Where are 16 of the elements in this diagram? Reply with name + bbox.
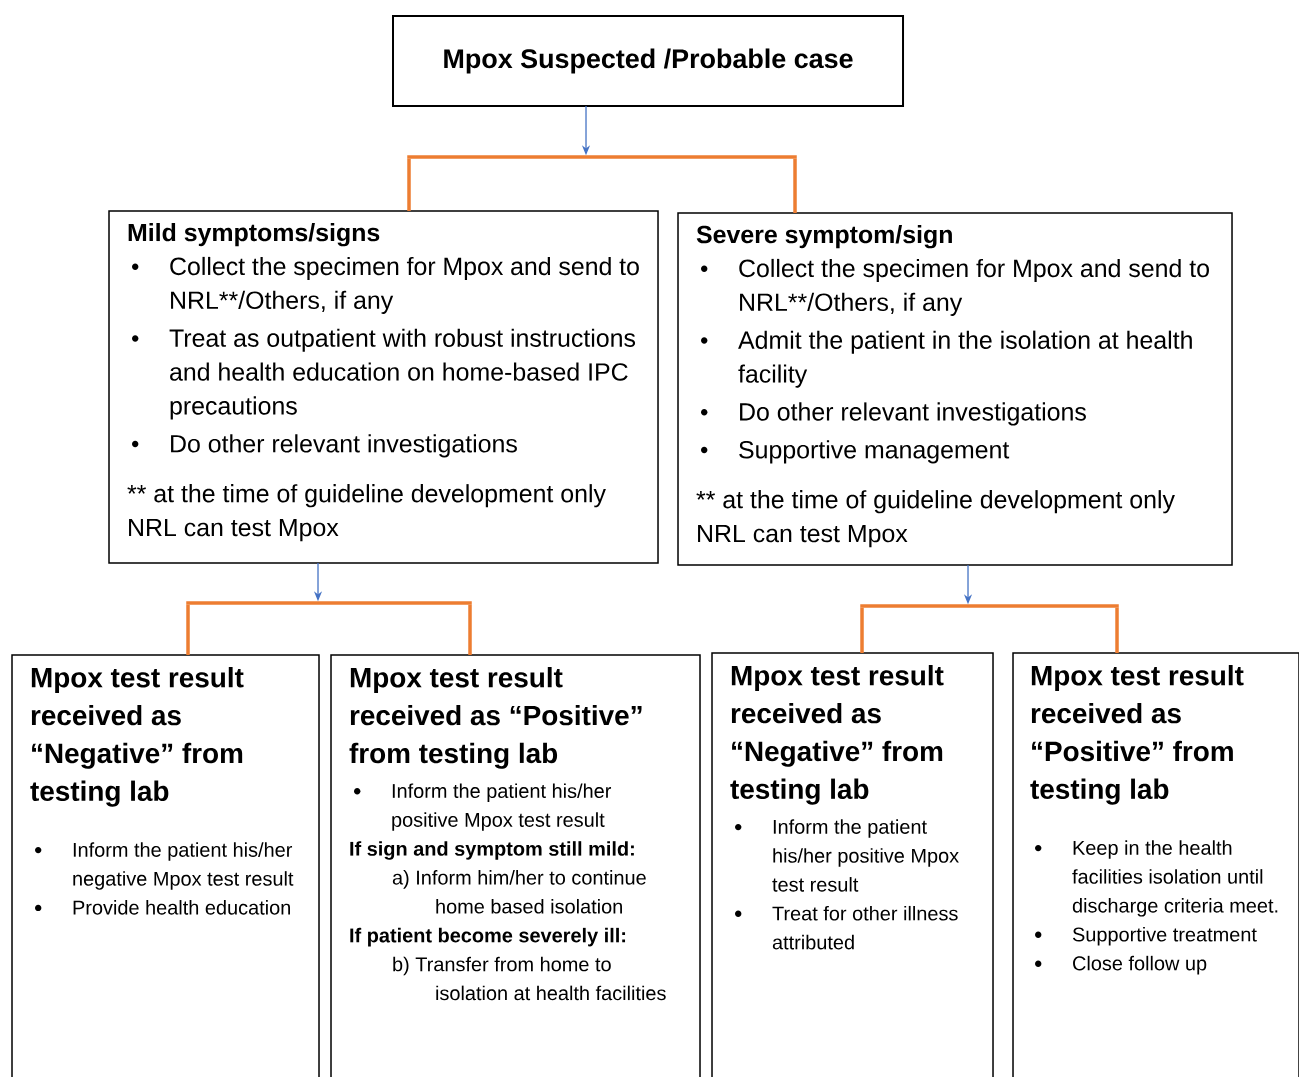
connector-line — [793, 158, 797, 213]
text-box: Mpox test result received as “Positive” from testing lab Keep in the health facilities isolation until discharge criteria meet. Supportive treatment Close follow up — [1012, 652, 1299, 1077]
text-box: Mpox test result received as “Positive” from testing lab Inform the patient his/her positive Mpox test result If sign and symptom still mild: a) Inform him/her to continue home based isolation If patient become severely ill: b) Transfer from home to isolation at health facilities — [330, 654, 701, 1077]
connector-line — [860, 607, 864, 653]
text-box: Severe symptom/sign Collect the specimen for Mpox and send to NRL**/Others, if any Admit the patient in the isolation at health facility Do other relevant investigations Supportive management ** at the time of guideline development only NRL can test Mpox — [677, 212, 1233, 566]
connector-line — [468, 604, 472, 655]
bracket-bar — [407, 155, 797, 159]
text-box: Mpox test result received as “Negative” from testing lab Inform the patient his/her negative Mpox test result Provide health education — [11, 654, 320, 1077]
bracket-bar — [860, 604, 1119, 608]
connector-line — [407, 158, 411, 211]
bracket-bar — [186, 601, 472, 605]
text-box: Mild symptoms/signs Collect the specimen for Mpox and send to NRL**/Others, if any Treat as outpatient with robust instructions and health education on home-based IPC precautions Do other relevant investigations ** at the time of guideline development only NRL can test Mpox — [108, 210, 659, 564]
case-box: Mpox Suspected /Probable case — [392, 15, 904, 107]
text-box: Mpox test result received as “Negative” from testing lab Inform the patient his/her positive Mpox test result Treat for other illness attributed — [711, 652, 994, 1077]
connector-line — [1115, 607, 1119, 653]
connector-line — [186, 604, 190, 655]
